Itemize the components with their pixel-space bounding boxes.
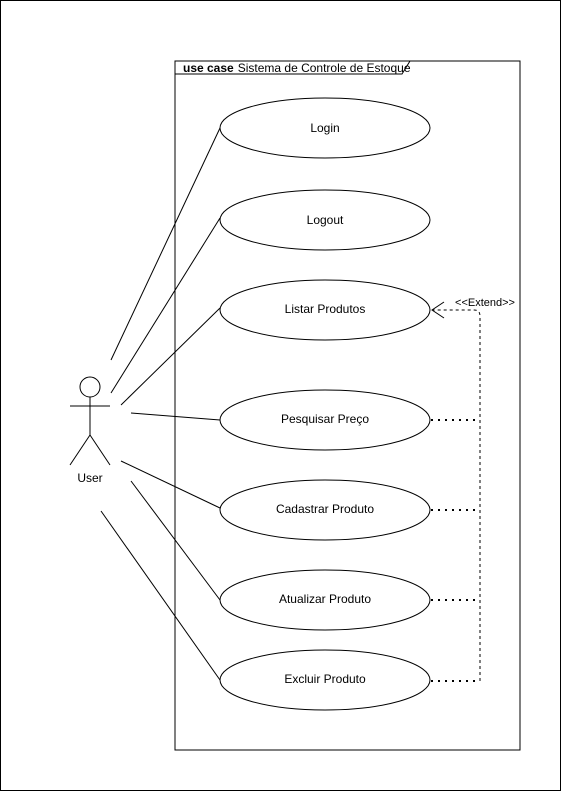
- actor-left-leg: [69, 434, 91, 466]
- use-case-ellipse: [219, 649, 431, 711]
- association-cadastrar-produto: [120, 460, 221, 509]
- association-excluir-produto: [100, 510, 221, 681]
- use-case-ellipse: [219, 389, 431, 451]
- association-login: [110, 127, 221, 361]
- use-case-label: Pesquisar Preço: [281, 412, 369, 426]
- system-frame: use case Sistema de Controle de Estoque: [174, 60, 521, 751]
- use-case-pesquisar-preco: Pesquisar Preço: [219, 389, 431, 451]
- associations: [100, 127, 221, 681]
- extend-label: <<Extend>>: [455, 297, 515, 309]
- use-case-label: Atualizar Produto: [279, 592, 371, 606]
- extend-relationship: <<Extend>>: [431, 297, 515, 682]
- use-case-ellipse: [219, 569, 431, 631]
- use-case-label: Cadastrar Produto: [276, 502, 374, 516]
- use-case-atualizar-produto: Atualizar Produto: [219, 569, 431, 631]
- use-case-label: Logout: [307, 213, 344, 227]
- use-case-label: Login: [310, 121, 339, 135]
- actor-label: User: [77, 471, 102, 485]
- use-case-ellipse: [219, 189, 431, 251]
- association-atualizar-produto: [130, 480, 221, 601]
- use-case-ellipse: [219, 97, 431, 159]
- use-case-login: Login: [219, 97, 431, 159]
- frame-title: Sistema de Controle de Estoque: [238, 61, 411, 75]
- actor-head: [79, 376, 101, 398]
- association-logout: [110, 217, 221, 394]
- frame-heading: use case Sistema de Controle de Estoque: [183, 61, 411, 75]
- extend-arrowhead: [431, 301, 445, 319]
- extend-trunk-line: [433, 309, 481, 681]
- actor-user: User: [69, 376, 111, 485]
- association-pesquisar-preco: [130, 412, 221, 421]
- frame-tab: [175, 60, 411, 75]
- use-case-excluir-produto: Excluir Produto: [219, 649, 431, 711]
- use-case-cadastrar-produto: Cadastrar Produto: [219, 479, 431, 541]
- association-listar-produtos: [120, 307, 221, 406]
- actor-right-leg: [89, 434, 111, 466]
- use-case-label: Excluir Produto: [284, 672, 366, 686]
- use-case-listar-produtos: Listar Produtos: [219, 279, 431, 341]
- use-case-ellipse: [219, 479, 431, 541]
- use-case-logout: Logout: [219, 189, 431, 251]
- use-case-label: Listar Produtos: [285, 302, 366, 316]
- frame-keyword: use case: [183, 61, 234, 75]
- use-case-ellipse: [219, 279, 431, 341]
